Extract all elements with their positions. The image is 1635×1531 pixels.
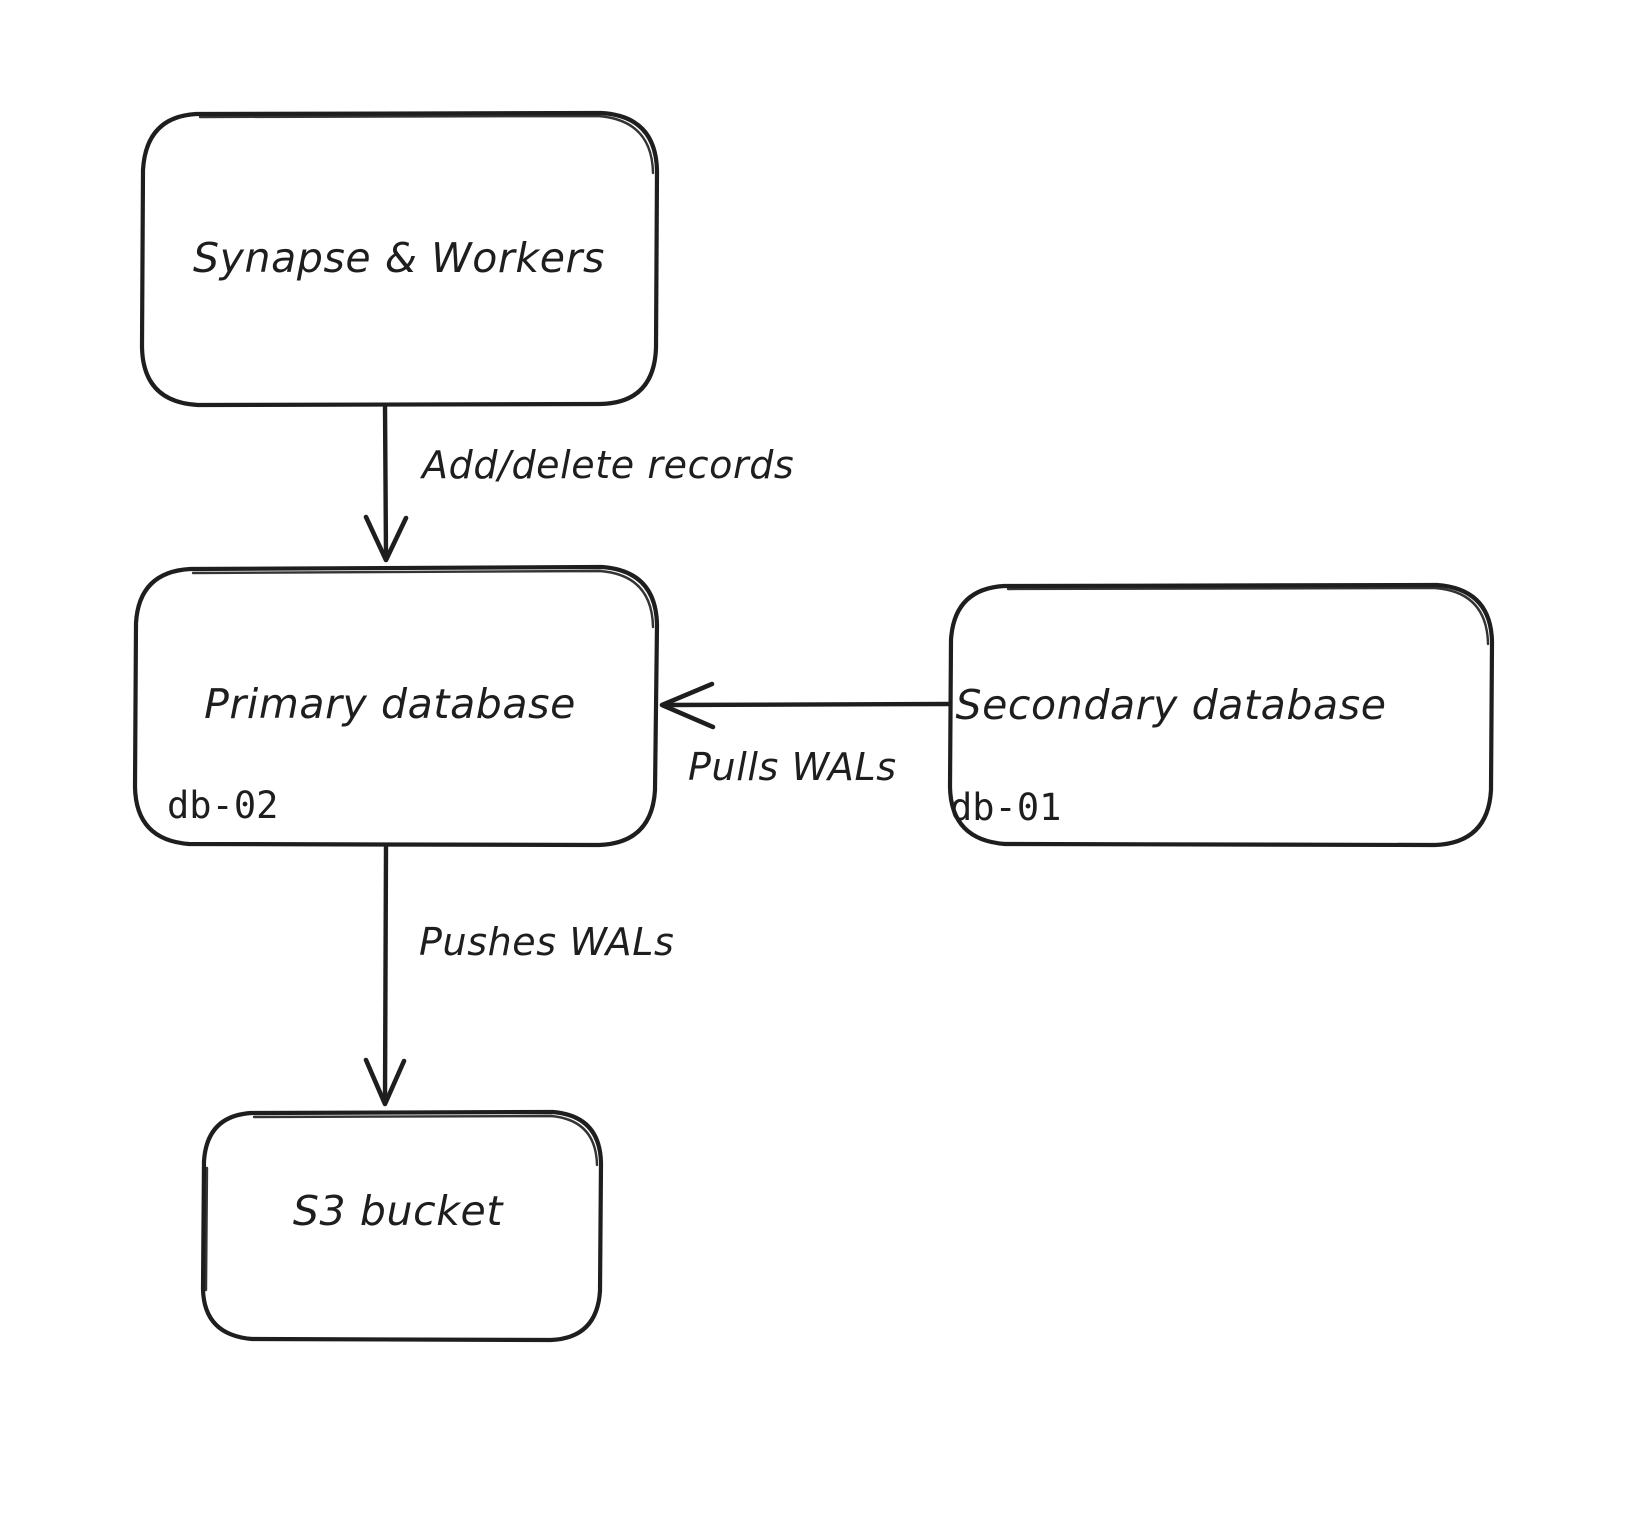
node-synapse-outline-sketch xyxy=(198,114,655,175)
edge-secondary-to-primary: Pulls WALs xyxy=(659,681,951,789)
node-secondary-database-sublabel: db-01 xyxy=(950,786,1061,829)
node-primary-database-sublabel: db-02 xyxy=(167,784,278,827)
node-secondary-database-outline-sketch xyxy=(1006,586,1490,646)
node-synapse-label: Synapse & Workers xyxy=(193,234,605,282)
node-primary-database-outline-sketch xyxy=(191,569,655,629)
edge-synapse-to-primary: Add/delete records xyxy=(363,402,794,563)
edge-label-pushes-wals: Pushes WALs xyxy=(419,920,674,964)
edge-synapse-to-primary-line xyxy=(382,402,389,559)
edge-secondary-to-primary-arrowhead xyxy=(659,681,716,730)
edge-primary-to-s3-arrowhead xyxy=(363,1057,407,1107)
node-primary-database-label: Primary database xyxy=(204,680,576,728)
node-secondary-database-outline xyxy=(947,582,1495,848)
node-s3-bucket-label: S3 bucket xyxy=(293,1187,504,1235)
node-primary-database-outline xyxy=(132,564,660,848)
node-synapse-outline xyxy=(139,110,660,408)
node-synapse[interactable]: Synapse & Workers xyxy=(139,110,660,408)
edge-primary-to-s3: Pushes WALs xyxy=(363,843,674,1107)
node-secondary-database[interactable]: Secondary database db-01 xyxy=(947,582,1495,848)
node-primary-database[interactable]: Primary database db-02 xyxy=(132,564,660,848)
node-s3-bucket-outline-sketch xyxy=(204,1114,599,1292)
edge-synapse-to-primary-arrowhead xyxy=(363,514,409,563)
node-secondary-database-label: Secondary database xyxy=(955,681,1386,729)
node-s3-bucket-outline xyxy=(200,1109,604,1343)
edge-label-pulls-wals: Pulls WALs xyxy=(688,745,897,789)
node-s3-bucket[interactable]: S3 bucket xyxy=(200,1109,604,1343)
edge-label-add-delete-records: Add/delete records xyxy=(419,443,794,487)
edge-primary-to-s3-line xyxy=(382,843,389,1103)
edge-secondary-to-primary-line xyxy=(662,701,951,708)
